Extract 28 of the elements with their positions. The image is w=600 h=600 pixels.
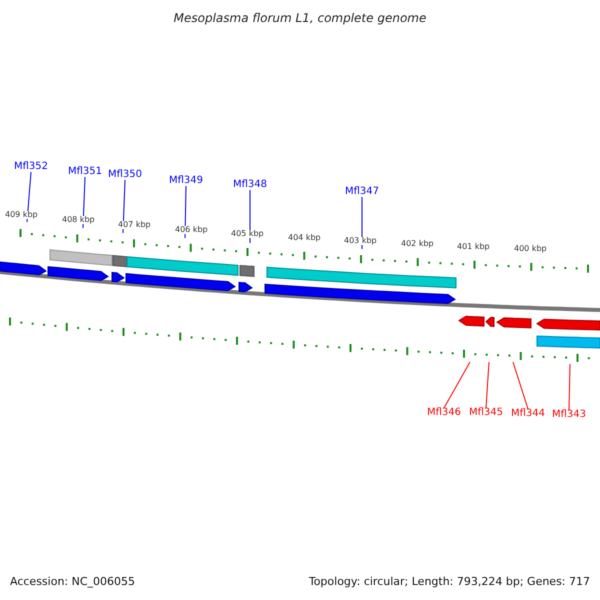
gene-label: Mfl350 (108, 170, 142, 180)
gene-label: Mfl345 (469, 408, 504, 418)
leader-line (444, 362, 470, 408)
scale-label: 401 kbp (456, 242, 491, 251)
scale-label: 407 kbp (117, 221, 152, 230)
gene-label: Mfl344 (511, 409, 546, 419)
gene-label: Mfl348 (233, 180, 268, 190)
gene-label: Mfl349 (169, 176, 204, 186)
scale-label: 400 kbp (513, 244, 548, 253)
leader-line (486, 362, 490, 408)
genome-summary: Topology: circular; Length: 793,224 bp; Genes: 717 (308, 576, 590, 587)
scale-label: 408 kbp (61, 216, 96, 224)
gene-label: Mfl351 (68, 167, 102, 177)
gene-label: Mfl343 (552, 410, 586, 420)
scale-label: 403 kbp (343, 237, 378, 246)
gene-label: Mfl347 (345, 187, 380, 197)
scale-label: 409 kbp (4, 210, 39, 219)
gene-label: Mfl346 (427, 408, 462, 418)
leader-line (568, 364, 570, 410)
accession-note: Accession: NC_006055 (10, 576, 136, 587)
scale-label: 402 kbp (400, 240, 435, 248)
leader-line (512, 362, 528, 410)
scale-label: 405 kbp (230, 230, 265, 238)
diagram-title: Mesoplasma florum L1, complete genome (172, 12, 428, 24)
gene-label: Mfl352 (14, 162, 48, 172)
scale-label: 404 kbp (287, 234, 322, 242)
scale-label: 406 kbp (174, 226, 209, 234)
leader-line (26, 172, 32, 222)
